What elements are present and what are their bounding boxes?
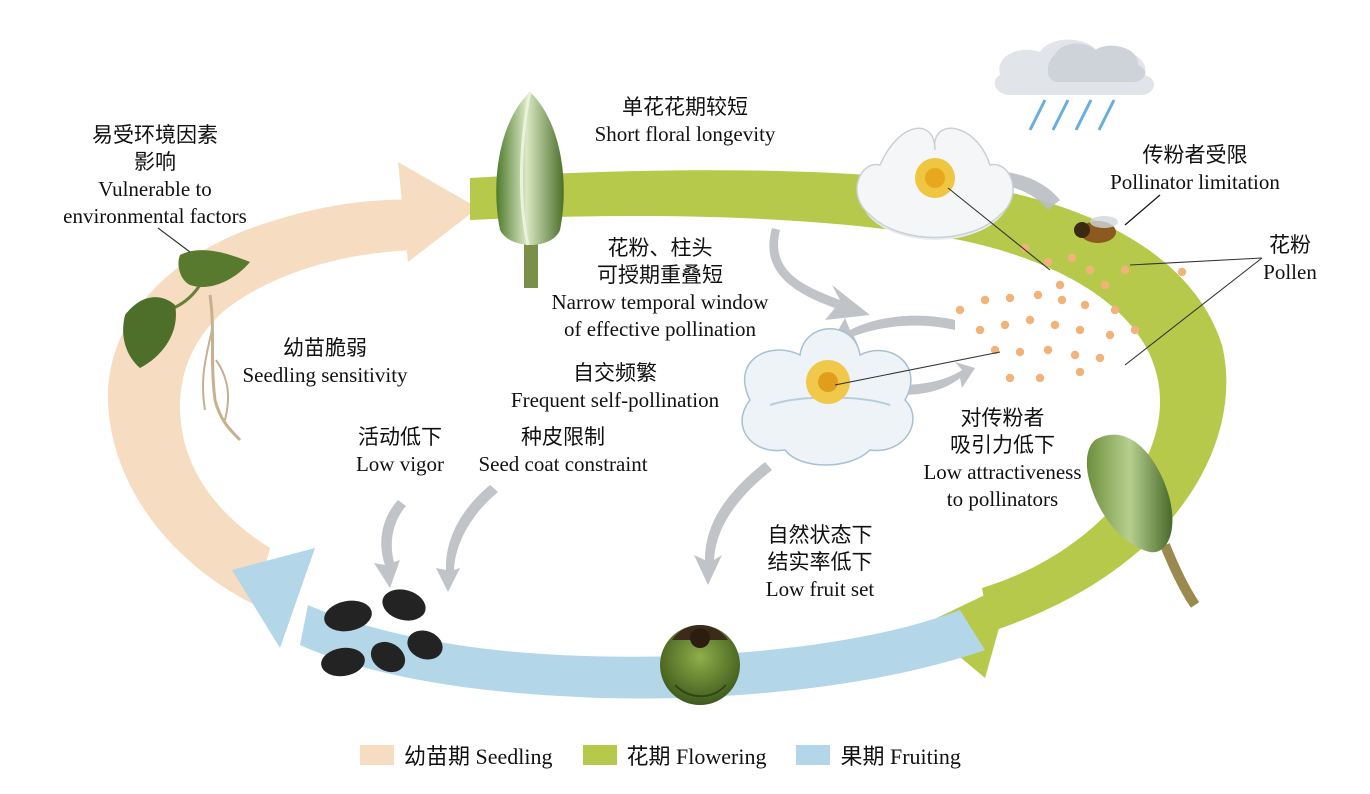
legend-label-seedling: 幼苗期 Seedling — [404, 744, 553, 769]
pollen-dot — [1033, 290, 1043, 300]
pollen-dot — [980, 295, 990, 305]
pollen-dot — [1055, 280, 1065, 290]
pollen-dot — [1120, 265, 1130, 275]
seedling-plant-icon — [123, 250, 250, 442]
label-pollinator-limitation: 传粉者受限 Pollinator limitation — [1110, 143, 1280, 194]
label-narrow-window: 花粉、柱头 可授期重叠短 Narrow temporal window of e… — [551, 236, 769, 341]
seedling-stage-band — [107, 199, 420, 605]
pollen-dot — [1057, 295, 1067, 305]
label-low-attractiveness: 对传粉者 吸引力低下 Low attractiveness to pollina… — [923, 406, 1082, 511]
label-low-vigor: 活动低下 Low vigor — [355, 425, 445, 476]
pollen-dot — [1095, 353, 1105, 363]
pollen-dot — [1035, 373, 1045, 383]
pollen-dot — [1075, 325, 1085, 335]
arrow-lily-to-pollen — [900, 362, 975, 395]
fruiting-arrow-head — [232, 548, 315, 648]
legend-swatch-fruiting — [796, 745, 831, 765]
pollen-dot — [1025, 315, 1035, 325]
water-lily-top-icon — [856, 127, 1014, 240]
pollen-dot — [1130, 325, 1140, 335]
pollen-dot — [1043, 257, 1053, 267]
legend-swatch-flowering — [582, 745, 617, 765]
pollen-dot — [1005, 293, 1015, 303]
bee-icon — [1074, 194, 1161, 243]
arrow-low-vigor — [374, 500, 406, 588]
pollen-dot — [1075, 367, 1085, 377]
label-low-fruit-set: 自然状态下 结实率低下 Low fruit set — [765, 523, 875, 601]
legend: 幼苗期 Seedling 花期 Flowering 果期 Fruiting — [360, 738, 991, 772]
label-self-pollination: 自交频繁 Frequent self-pollination — [510, 361, 720, 412]
pollen-dot — [1067, 253, 1077, 263]
pollen-dot — [1020, 243, 1030, 253]
lotus-seed-pod-icon — [660, 625, 740, 705]
pollen-dot — [1085, 265, 1095, 275]
arrow-seed-coat — [436, 485, 498, 592]
arrow-to-pod — [694, 462, 772, 585]
arrow-flower-to-lily — [769, 228, 870, 320]
arrow-pollen-to-lily — [830, 315, 955, 345]
pollen-dot — [1105, 330, 1115, 340]
fruiting-stage-band — [300, 605, 985, 699]
pollen-dot — [1070, 350, 1080, 360]
legend-swatch-seedling — [360, 745, 394, 765]
pointer-lines — [157, 187, 1263, 386]
rain-cloud-icon — [994, 39, 1155, 131]
pollen-dots — [955, 243, 1187, 383]
pollen-dot — [1177, 267, 1187, 277]
pollen-dot — [1100, 280, 1110, 290]
label-seedling-sensitivity: 幼苗脆弱 Seedling sensitivity — [242, 336, 408, 387]
pollen-dot — [1015, 347, 1025, 357]
seedling-arrow-head — [398, 162, 478, 262]
label-vulnerable: 易受环境因素 影响 Vulnerable to environmental fa… — [63, 123, 247, 228]
flower-bud-right-icon — [1086, 434, 1200, 608]
pollen-dot — [1005, 373, 1015, 383]
legend-item-fruiting: 果期 Fruiting — [796, 739, 961, 771]
legend-item-flowering: 花期 Flowering — [582, 739, 767, 771]
pollen-dot — [975, 325, 985, 335]
legend-label-fruiting: 果期 Fruiting — [840, 744, 961, 769]
pollen-dot — [1080, 300, 1090, 310]
pollen-dot — [955, 305, 965, 315]
label-short-longevity: 单花花期较短 Short floral longevity — [594, 95, 776, 146]
pollen-dot — [1043, 345, 1053, 355]
water-lily-center-icon — [741, 328, 914, 466]
legend-label-flowering: 花期 Flowering — [626, 744, 767, 769]
label-seed-coat: 种皮限制 Seed coat constraint — [478, 425, 648, 476]
seeds-icon — [321, 589, 443, 677]
pollen-dot — [1110, 305, 1120, 315]
pollen-dot — [1050, 320, 1060, 330]
flower-bud-icon — [496, 91, 564, 288]
pollen-dot — [1000, 320, 1010, 330]
label-pollen: 花粉 Pollen — [1263, 233, 1317, 284]
legend-item-seedling: 幼苗期 Seedling — [360, 739, 553, 771]
